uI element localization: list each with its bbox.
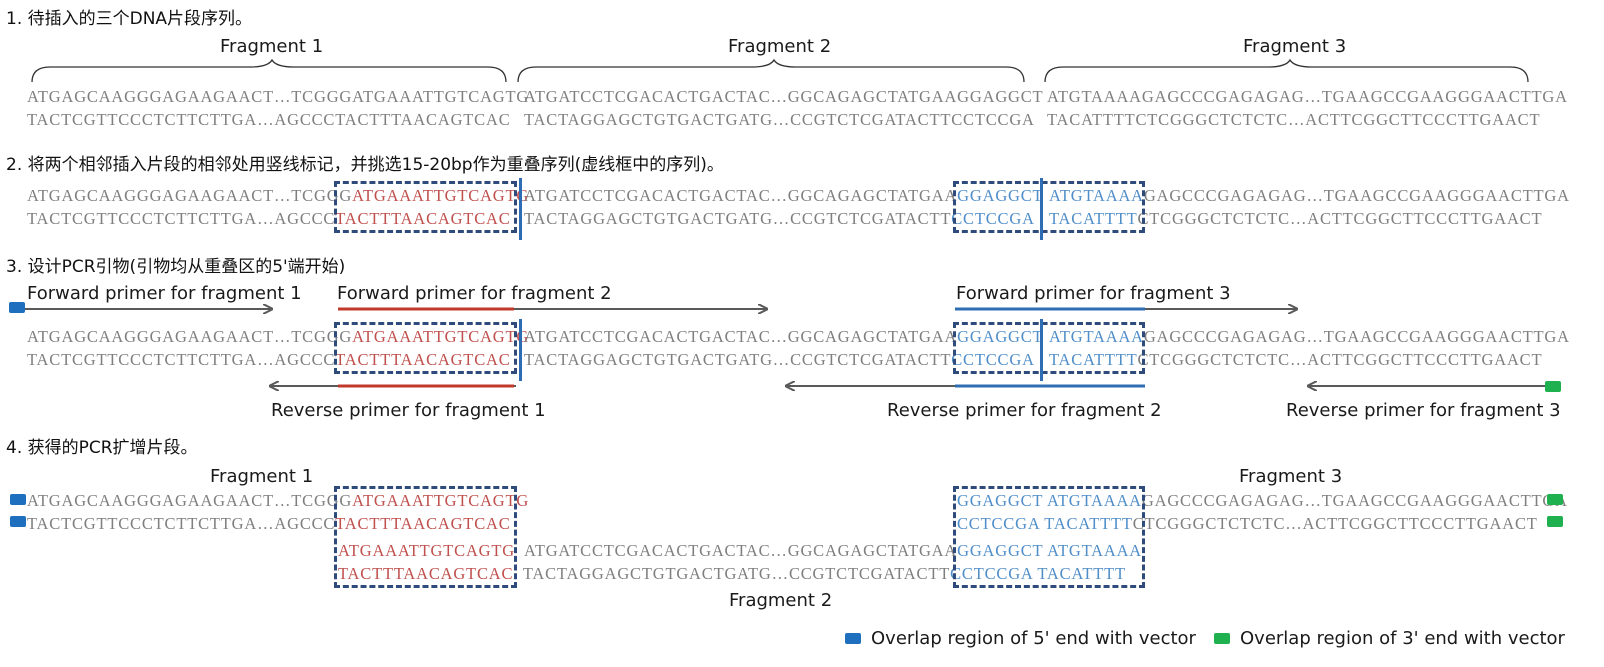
fragment-2-brace — [517, 58, 1025, 83]
s1-fragment-2-bottom: TACTAGGAGCTGTGACTGATG…CCGTCTCGATACTTCCTC… — [524, 110, 1035, 129]
legend-three-prime-swatch — [1214, 633, 1230, 644]
s3-overlap-box-1-2 — [334, 322, 517, 374]
s4-three-prime-marker-top — [1547, 494, 1563, 505]
reverse-primer-2-label: Reverse primer for fragment 2 — [887, 400, 1162, 421]
reverse-primer-1-label: Reverse primer for fragment 1 — [271, 400, 546, 421]
s1-fragment-1-bottom: TACTCGTTCCCTCTTCTTGA…AGCCCTACTTTAACAGTCA… — [27, 110, 511, 129]
s4-five-prime-marker-top — [10, 494, 26, 505]
legend-three-prime-label: Overlap region of 3' end with vector — [1240, 628, 1565, 649]
s2-fragment-1-bottom: TACTCGTTCCCTCTTCTTGA…AGCCCTACTTTAACAGTCA… — [27, 209, 511, 228]
step-2-heading: 2. 将两个相邻插入片段的相邻处用竖线标记，并挑选15-20bp作为重叠序列(虚… — [6, 155, 724, 175]
s2-junction-marker-1-2 — [519, 178, 522, 240]
s2-fragment-3-top: ATGTAAAAGAGCCCGAGAGAG…TGAAGCCGAAGGGAACTT… — [1049, 186, 1570, 205]
s1-fragment-3-top: ATGTAAAAGAGCCCGAGAGAG…TGAAGCCGAAGGGAACTT… — [1047, 87, 1568, 106]
fragment-2-label: Fragment 2 — [728, 36, 832, 57]
s4-fragment-3-bottom: CCTCCGA TACATTTTCTCGGGCTCTCTC…ACTTCGGCTT… — [957, 514, 1538, 533]
forward-primer-1-label: Forward primer for fragment 1 — [27, 283, 302, 304]
s3-five-prime-vector-marker — [9, 302, 25, 313]
fragment-3-brace — [1044, 58, 1529, 83]
s4-fragment-2-bottom: TACTTTAACAGTCAC TACTAGGAGCTGTGACTGATG…CC… — [338, 564, 1126, 583]
forward-primer-2-label: Forward primer for fragment 2 — [337, 283, 612, 304]
s2-fragment-1-top: ATGAGCAAGGGAGAAGAACT…TCGGGATGAAATTGTCAGT… — [27, 186, 530, 205]
s4-fragment-1-label: Fragment 1 — [210, 466, 314, 487]
s4-three-prime-marker-bottom — [1547, 516, 1563, 527]
s3-three-prime-vector-marker — [1545, 381, 1561, 392]
s3-fragment-2-bottom: TACTAGGAGCTGTGACTGATG…CCGTCTCGATACTTCCTC… — [524, 350, 1035, 369]
s3-fragment-1-bottom: TACTCGTTCCCTCTTCTTGA…AGCCCTACTTTAACAGTCA… — [27, 350, 511, 369]
s2-fragment-2-top: ATGATCCTCGACACTGACTAC…GGCAGAGCTATGAAGGAG… — [524, 186, 1044, 205]
reverse-primer-3-label: Reverse primer for fragment 3 — [1286, 400, 1561, 421]
fragment-3-label: Fragment 3 — [1243, 36, 1347, 57]
s2-fragment-2-bottom: TACTAGGAGCTGTGACTGATG…CCGTCTCGATACTTCCTC… — [524, 209, 1035, 228]
s3-fragment-1-top: ATGAGCAAGGGAGAAGAACT…TCGGGATGAAATTGTCAGT… — [27, 327, 530, 346]
fragment-1-brace — [31, 58, 507, 83]
s4-overlap-box-left — [334, 486, 517, 588]
s4-fragment-2-top: ATGAAATTGTCAGTG ATGATCCTCGACACTGACTAC…GG… — [338, 541, 1142, 560]
s1-fragment-3-bottom: TACATTTTCTCGGGCTCTCTC…ACTTCGGCTTCCCTTGAA… — [1047, 110, 1541, 129]
step-1-heading: 1. 待插入的三个DNA片段序列。 — [6, 9, 253, 29]
s3-fragment-3-top: ATGTAAAAGAGCCCGAGAGAG…TGAAGCCGAAGGGAACTT… — [1049, 327, 1570, 346]
s1-fragment-1-top: ATGAGCAAGGGAGAAGAACT…TCGGGATGAAATTGTCAGT… — [27, 87, 530, 106]
s3-overlap-box-2-3 — [953, 322, 1145, 374]
s4-fragment-1-top: ATGAGCAAGGGAGAAGAACT…TCGGGATGAAATTGTCAGT… — [27, 491, 530, 510]
s4-five-prime-marker-bottom — [10, 516, 26, 527]
s4-fragment-1-bottom: TACTCGTTCCCTCTTCTTGA…AGCCCTACTTTAACAGTCA… — [27, 514, 511, 533]
legend-five-prime-swatch — [845, 633, 861, 644]
fragment-1-label: Fragment 1 — [220, 36, 324, 57]
s3-fragment-2-top: ATGATCCTCGACACTGACTAC…GGCAGAGCTATGAAGGAG… — [524, 327, 1044, 346]
forward-primer-3-label: Forward primer for fragment 3 — [956, 283, 1231, 304]
s2-junction-marker-2-3 — [1040, 178, 1043, 240]
s2-overlap-box-1-2 — [334, 181, 517, 233]
s4-fragment-3-top: GGAGGCT ATGTAAAAGAGCCCGAGAGAG…TGAAGCCGAA… — [957, 491, 1568, 510]
s3-fragment-3-bottom: TACATTTTCTCGGGCTCTCTC…ACTTCGGCTTCCCTTGAA… — [1049, 350, 1543, 369]
s2-fragment-3-bottom: TACATTTTCTCGGGCTCTCTC…ACTTCGGCTTCCCTTGAA… — [1049, 209, 1543, 228]
s4-overlap-box-right — [953, 486, 1145, 588]
legend-five-prime-label: Overlap region of 5' end with vector — [871, 628, 1196, 649]
step-3-heading: 3. 设计PCR引物(引物均从重叠区的5'端开始) — [6, 257, 346, 277]
s2-overlap-box-2-3 — [953, 181, 1145, 233]
s1-fragment-2-top: ATGATCCTCGACACTGACTAC…GGCAGAGCTATGAAGGAG… — [524, 87, 1044, 106]
step-4-heading: 4. 获得的PCR扩增片段。 — [6, 438, 198, 458]
s4-fragment-3-label: Fragment 3 — [1239, 466, 1343, 487]
s4-fragment-2-label: Fragment 2 — [729, 590, 833, 611]
s3-junction-marker-1-2 — [519, 319, 522, 381]
s3-junction-marker-2-3 — [1040, 319, 1043, 381]
